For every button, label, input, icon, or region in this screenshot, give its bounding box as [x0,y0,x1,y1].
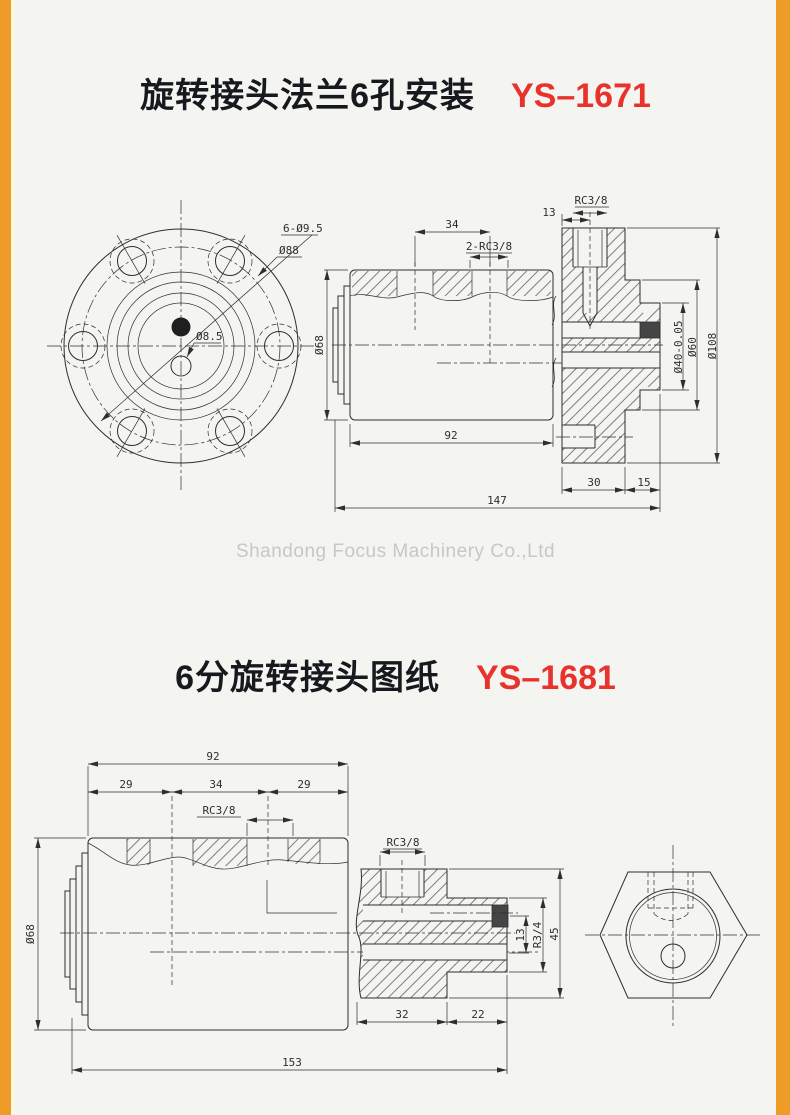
dim-port-spacing: 34 [445,218,459,231]
label-center-hole: Ø8.5 [196,330,223,343]
label-bolt-circle: Ø88 [279,244,299,257]
dim-overall-length: 147 [487,494,507,507]
dim-hub-length: 30 [587,476,600,489]
dim-body-diameter: Ø68 [313,335,326,355]
dim-flange-port: RC3/8 [574,194,607,207]
d2-nipple-section: RC3/8 13 R3/4 45 32 22 [355,836,564,1025]
dim-ports: 2-RC3/8 [466,240,512,253]
dim-flange-diameter: Ø108 [706,333,719,360]
dim-d2-overall-length: 153 [282,1056,302,1069]
left-border-bar [0,0,11,1115]
dim-nipple-len1: 32 [395,1008,408,1021]
seal-block-2 [491,904,509,928]
drawing2-title-text: 6分旋转接头图纸 [175,659,440,697]
drawing1-model-code: YS–1671 [511,77,651,115]
dim-seg-left: 29 [119,778,132,791]
d1-flange-front-view: 6-Ø9.5 Ø88 Ø8.5 [47,200,323,492]
dim-seg-right: 29 [297,778,310,791]
seal-block [639,321,661,339]
d2-hex-end-view [585,845,763,1028]
dim-nipple-height: 45 [548,927,561,940]
dim-thread: R3/4 [531,921,544,948]
left-cream-stripe [11,0,15,1115]
dim-bore: Ø40-0.05 [672,321,685,374]
drawing2-model-code: YS–1681 [476,659,616,697]
dim-seg-mid: 34 [209,778,223,791]
bolt-holes [60,235,302,457]
drawing1-title-text: 旋转接头法兰6孔安装 [140,77,475,115]
dim-spigot-length: 15 [637,476,650,489]
dim-nipple-port: RC3/8 [386,836,419,849]
dim-hub-diameter: Ø60 [686,337,699,357]
d2-side-view: 92 29 34 29 RC3/8 Ø68 153 [24,750,540,1074]
dim-bore-offset: 13 [514,928,527,941]
company-watermark: Shandong Focus Machinery Co.,Ltd [235,541,556,562]
dim-d2-body-length: 92 [206,750,219,763]
drawing2-title: 6分旋转接头图纸 YS–1681 [15,650,776,699]
right-border-bar [776,0,790,1115]
dim-d2-top-port: RC3/8 [202,804,235,817]
dim-body-length: 92 [444,429,457,442]
dim-port-offset: 13 [542,206,555,219]
dim-nipple-len2: 22 [471,1008,484,1021]
d1-flange-section-view: RC3/8 13 Ø108 Ø60 Ø40-0.05 30 15 [542,194,720,494]
seal-dot [171,317,191,337]
drawing1-title: 旋转接头法兰6孔安装 YS–1671 [15,68,776,117]
label-bolt-holes: 6-Ø9.5 [283,222,323,235]
dim-d2-body-diameter: Ø68 [24,924,37,944]
drain-hole [170,355,192,377]
